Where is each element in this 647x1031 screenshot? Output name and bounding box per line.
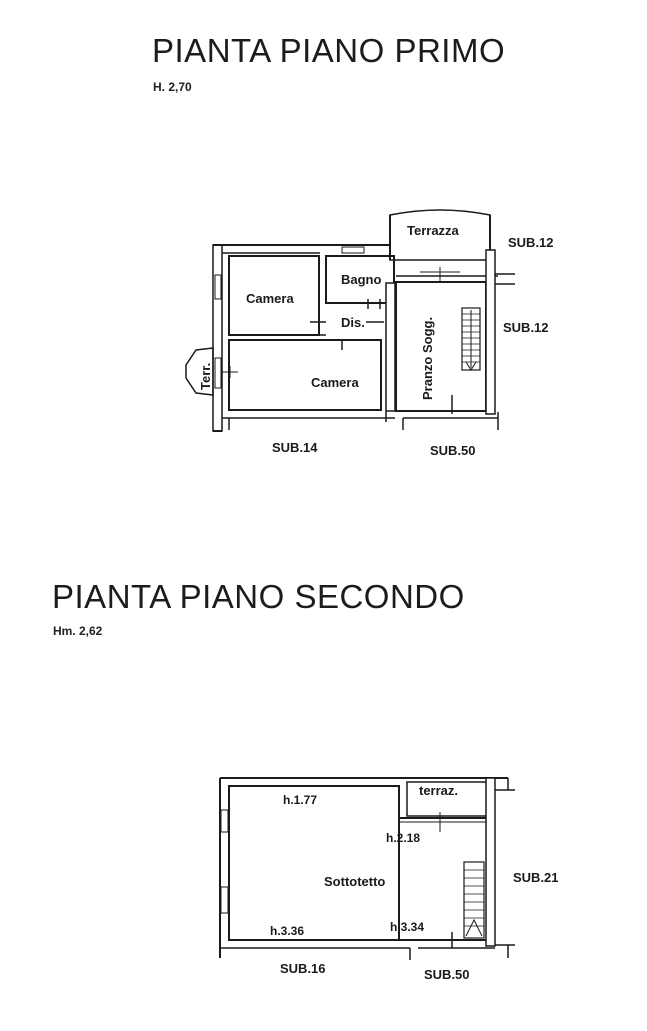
neighbour-label-sub12-mid: SUB.12 — [503, 320, 549, 335]
neighbour-label-sub50: SUB.50 — [424, 967, 470, 982]
room-label-terrazza: Terrazza — [407, 223, 460, 238]
height-label-h334: h.3.34 — [390, 920, 424, 934]
room-label-terr: Terr. — [198, 363, 213, 390]
room-label-dis: Dis. — [341, 315, 365, 330]
neighbour-label-sub21: SUB.21 — [513, 870, 559, 885]
first-floor-height-note: H. 2,70 — [153, 80, 192, 94]
first-floor-walls — [185, 209, 515, 432]
second-floor-stairs-icon — [463, 861, 485, 939]
height-label-h336: h.3.36 — [270, 924, 304, 938]
height-label-h218: h.2.18 — [386, 831, 420, 845]
first-floor-stairs-icon — [461, 307, 481, 371]
room-label-bagno: Bagno — [341, 272, 382, 287]
neighbour-label-sub14: SUB.14 — [272, 440, 318, 455]
second-floor-walls — [219, 777, 515, 960]
neighbour-label-sub12-top: SUB.12 — [508, 235, 554, 250]
room-label-terraz: terraz. — [419, 783, 458, 798]
first-floor-plan: Terrazza Camera Bagno Dis. Camera Terr. … — [185, 209, 554, 458]
first-floor-title: PIANTA PIANO PRIMO — [152, 32, 506, 69]
second-floor-title: PIANTA PIANO SECONDO — [52, 578, 465, 615]
room-label-pranzo-sogg: Pranzo Sogg. — [420, 317, 435, 400]
height-label-h177: h.1.77 — [283, 793, 317, 807]
room-label-camera-2: Camera — [311, 375, 359, 390]
neighbour-label-sub50: SUB.50 — [430, 443, 476, 458]
neighbour-label-sub16: SUB.16 — [280, 961, 326, 976]
room-label-camera-1: Camera — [246, 291, 294, 306]
room-label-sottotetto: Sottotetto — [324, 874, 385, 889]
second-floor-plan: h.1.77 terraz. h.2.18 Sottotetto h.3.36 … — [219, 777, 559, 982]
second-floor-height-note: Hm. 2,62 — [53, 624, 103, 638]
